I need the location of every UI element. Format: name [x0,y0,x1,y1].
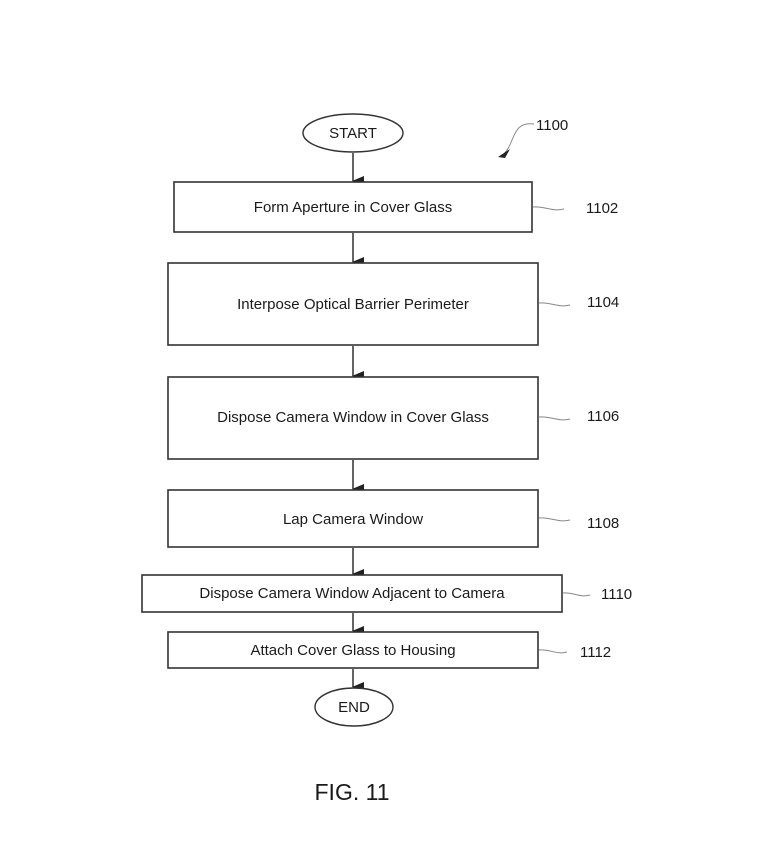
step-label: Dispose Camera Window Adjacent to Camera [199,585,505,602]
step-leader-line [538,302,571,307]
step-box [141,574,563,613]
start-terminal: START [302,113,404,153]
step-label: Attach Cover Glass to Housing [250,642,455,659]
end-label: END [338,699,370,716]
step-leader-line [538,517,571,522]
step-reference-number: 1102 [586,200,618,217]
step-box [167,631,539,669]
reference-arrow-icon [498,149,510,158]
step-1108: Lap Camera Window 1108 [167,489,619,548]
step-reference-number: 1108 [587,515,619,532]
step-1106: Dispose Camera Window in Cover Glass 110… [167,376,619,460]
step-box [167,262,539,346]
start-label: START [329,125,377,142]
step-1112: Attach Cover Glass to Housing 1112 [167,631,611,669]
step-box [173,181,533,233]
reference-leader-line [502,123,535,156]
step-label: Form Aperture in Cover Glass [254,199,452,216]
end-oval [314,687,394,727]
step-reference-number: 1104 [587,294,619,311]
step-box [167,376,539,460]
step-label: Lap Camera Window [283,511,423,528]
step-label: Interpose Optical Barrier Perimeter [237,296,469,313]
step-1104: Interpose Optical Barrier Perimeter 1104 [167,262,619,346]
end-terminal: END [314,687,394,727]
step-label: Dispose Camera Window in Cover Glass [217,409,489,426]
figure-reference: 1100 [498,117,568,158]
step-reference-number: 1106 [587,408,619,425]
step-leader-line [562,592,591,597]
step-leader-line [532,206,565,211]
step-1110: Dispose Camera Window Adjacent to Camera… [141,574,632,613]
step-reference-number: 1112 [580,644,611,661]
figure-caption: FIG. 11 [315,779,390,805]
step-1102: Form Aperture in Cover Glass 1102 [173,181,618,233]
start-oval [302,113,404,153]
step-reference-number: 1110 [601,586,632,603]
step-leader-line [538,416,571,421]
step-box [167,489,539,548]
step-leader-line [538,649,568,654]
figure-reference-number: 1100 [536,117,568,134]
